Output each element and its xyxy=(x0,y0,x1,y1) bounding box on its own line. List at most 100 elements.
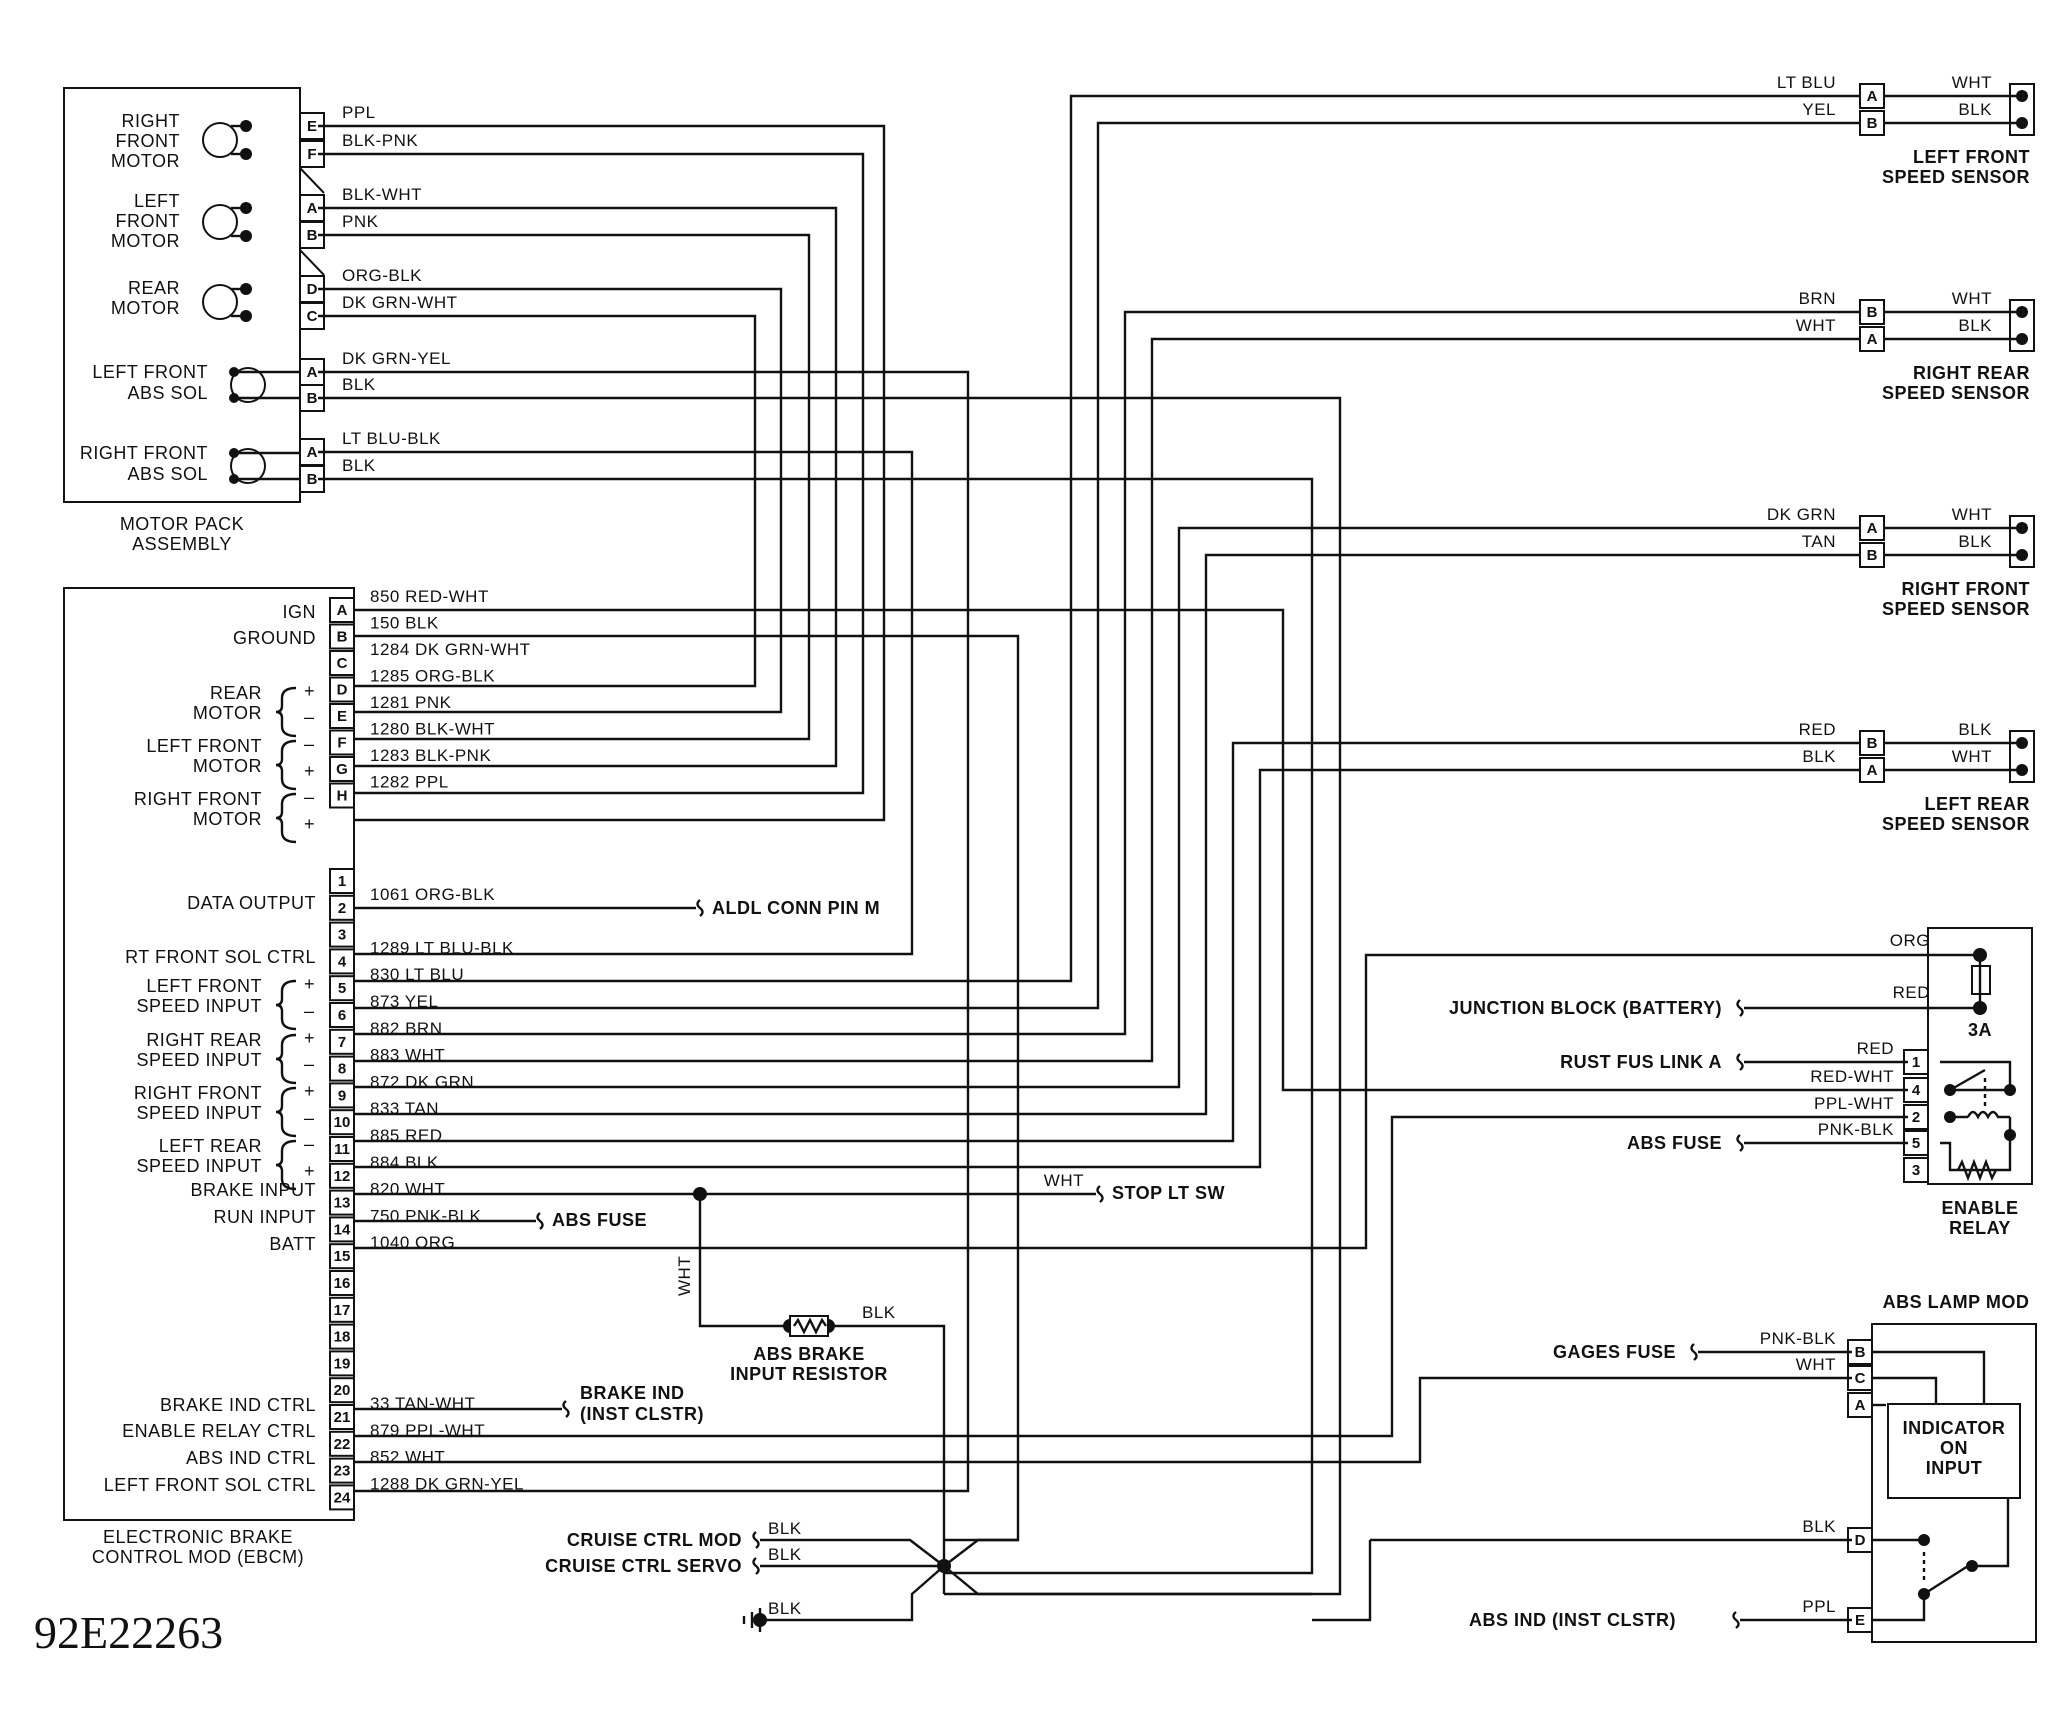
ebcm-pin-20-box xyxy=(329,1377,355,1404)
ebcm-pin-6-label: 6 xyxy=(338,1007,346,1024)
rf-sol-label-1: RIGHT FRONT xyxy=(80,443,208,463)
pol-9: + xyxy=(304,1081,315,1101)
wire-blk-sol-rf xyxy=(318,477,1314,1575)
ss-2-pin-a-label: A xyxy=(1867,520,1878,537)
ss-3-pin-a-label: B xyxy=(1867,735,1878,752)
pol-h: + xyxy=(304,814,315,834)
relay-source-1: RUST FUS LINK A xyxy=(1560,1052,1722,1072)
ebcm-wire-6: 873 YEL xyxy=(370,992,438,1011)
abs-fuse-terminal xyxy=(536,1212,544,1230)
mp-3-wire-1: BLK xyxy=(342,375,376,394)
mp-2-wire-1: DK GRN-WHT xyxy=(342,293,457,312)
mp-3-pin-a-label: A xyxy=(307,364,318,381)
stop-wire-label: WHT xyxy=(1044,1171,1084,1190)
lr-speed-input-1: LEFT REAR xyxy=(159,1136,262,1156)
rf-motor-func-2: MOTOR xyxy=(193,809,262,829)
wire-blk-sol-lf xyxy=(318,396,1342,1596)
abs-lamp-mod: ABS LAMP MOD INDICATOR ON INPUT xyxy=(1871,1292,2037,1643)
relay-wire-2: PPL-WHT xyxy=(1814,1094,1894,1113)
resistor-in-wire: WHT xyxy=(675,1256,694,1296)
relay-pin-5-label: 5 xyxy=(1912,1135,1920,1152)
ebcm-pin-h-label: H xyxy=(337,788,348,805)
lamp-source-b: GAGES FUSE xyxy=(1553,1342,1676,1362)
lf-motor-func-1: LEFT FRONT xyxy=(146,736,262,756)
mp-3-pin-b-label: B xyxy=(307,390,318,407)
ebcm-pin-19-label: 19 xyxy=(334,1355,351,1372)
ss-0-body xyxy=(2009,83,2035,136)
wire-junction xyxy=(943,1565,1312,1596)
ss-0-pin-b-label: B xyxy=(1867,115,1878,132)
wire-tan xyxy=(354,553,1860,1116)
ebcm-pin-9-label: 9 xyxy=(338,1087,346,1104)
mp-0-pin-e-label: E xyxy=(307,118,317,135)
wire-abs-ind-ctrl xyxy=(354,1376,1852,1464)
left-front-motor-symbol xyxy=(202,202,252,242)
ebcm-wire-f: 1280 BLK-WHT xyxy=(370,720,495,739)
wire-brn xyxy=(354,310,1860,1036)
ebcm-pin-17-label: 17 xyxy=(334,1302,351,1319)
ss-3-out-1: WHT xyxy=(1952,747,1992,766)
relay-pin-4-label: 4 xyxy=(1912,1082,1921,1099)
brake-input-label: BRAKE INPUT xyxy=(190,1180,316,1200)
pol-f: + xyxy=(304,761,315,781)
ebcm-pin-h-box xyxy=(329,782,355,809)
rf-sol-label-2: ABS SOL xyxy=(127,464,208,484)
ss-3-in-1: BLK xyxy=(1802,747,1836,766)
wire-resistor-in xyxy=(698,1194,790,1328)
ebcm-pin-4-label: 4 xyxy=(338,953,347,970)
rust-fus-terminal xyxy=(1736,1053,1744,1071)
pol-10: – xyxy=(304,1108,315,1128)
mp-1-pin-a-label: A xyxy=(307,200,318,217)
mp-0-wire-0: PPL xyxy=(342,103,376,122)
ebcm-wire-10: 833 TAN xyxy=(370,1099,439,1118)
mp-1-wire-1: PNK xyxy=(342,212,379,231)
mp-0-pin-f-label: F xyxy=(307,146,316,163)
ss-1-out-1: BLK xyxy=(1958,316,1992,335)
ebcm-pin-19-box xyxy=(329,1350,355,1377)
ground-symbol xyxy=(742,1608,762,1632)
ebcm-module: ELECTRONIC BRAKE CONTROL MOD (EBCM) IGN … xyxy=(63,587,355,1567)
mp-connector-divider-1 xyxy=(299,249,325,276)
ss-0-in-1: YEL xyxy=(1802,100,1836,119)
ebcm-pin-1-label: 1 xyxy=(338,873,346,890)
ebcm-pin-18-label: 18 xyxy=(334,1329,351,1346)
abs-brake-input-resistor-symbol xyxy=(789,1315,829,1337)
ss-1-name-2: SPEED SENSOR xyxy=(1882,383,2030,403)
wire-wht-rr xyxy=(354,337,1860,1063)
ebcm-wire-e: 1281 PNK xyxy=(370,693,452,712)
brake-ind-label-1: BRAKE IND xyxy=(580,1383,685,1403)
ground-wire: BLK xyxy=(768,1599,802,1618)
ebcm-wire-2: 1061 ORG-BLK xyxy=(370,885,495,904)
relay-contacts xyxy=(1940,1060,2016,1182)
ebcm-pin-6-box xyxy=(329,1002,355,1028)
ebcm-pin-15-box xyxy=(329,1243,355,1270)
relay-source-5: ABS FUSE xyxy=(1627,1133,1722,1153)
ebcm-pin-8-label: 8 xyxy=(338,1061,346,1078)
ebcm-pin-13-label: 13 xyxy=(334,1195,351,1212)
pol-e: – xyxy=(304,734,315,754)
wire-ign xyxy=(354,608,1908,1092)
pol-g: – xyxy=(304,787,315,807)
ebcm-pin-e-label: E xyxy=(337,708,347,725)
abs-lamp-mod-box xyxy=(1871,1323,2037,1643)
relay-pin-3-label: 3 xyxy=(1912,1162,1920,1179)
rr-speed-input-2: SPEED INPUT xyxy=(136,1050,262,1070)
lf-motor-func-2: MOTOR xyxy=(193,756,262,776)
ebcm-wire-c: 1284 DK GRN-WHT xyxy=(370,640,531,659)
wire-resistor-out xyxy=(828,1324,946,1594)
indicator-box xyxy=(1887,1403,2021,1499)
ss-3-name-2: SPEED SENSOR xyxy=(1882,814,2030,834)
pol-c: + xyxy=(304,681,315,701)
brake-ind-label-2: (INST CLSTR) xyxy=(580,1404,704,1424)
pol-6: – xyxy=(304,1001,315,1021)
ebcm-wire-d: 1285 ORG-BLK xyxy=(370,667,495,686)
run-input-label: RUN INPUT xyxy=(214,1207,317,1227)
pol-d: – xyxy=(304,707,315,727)
mp-connector-divider-0 xyxy=(299,167,325,194)
ebcm-pin-16-box xyxy=(329,1270,355,1296)
mp-1-wire-0: BLK-WHT xyxy=(342,185,422,204)
